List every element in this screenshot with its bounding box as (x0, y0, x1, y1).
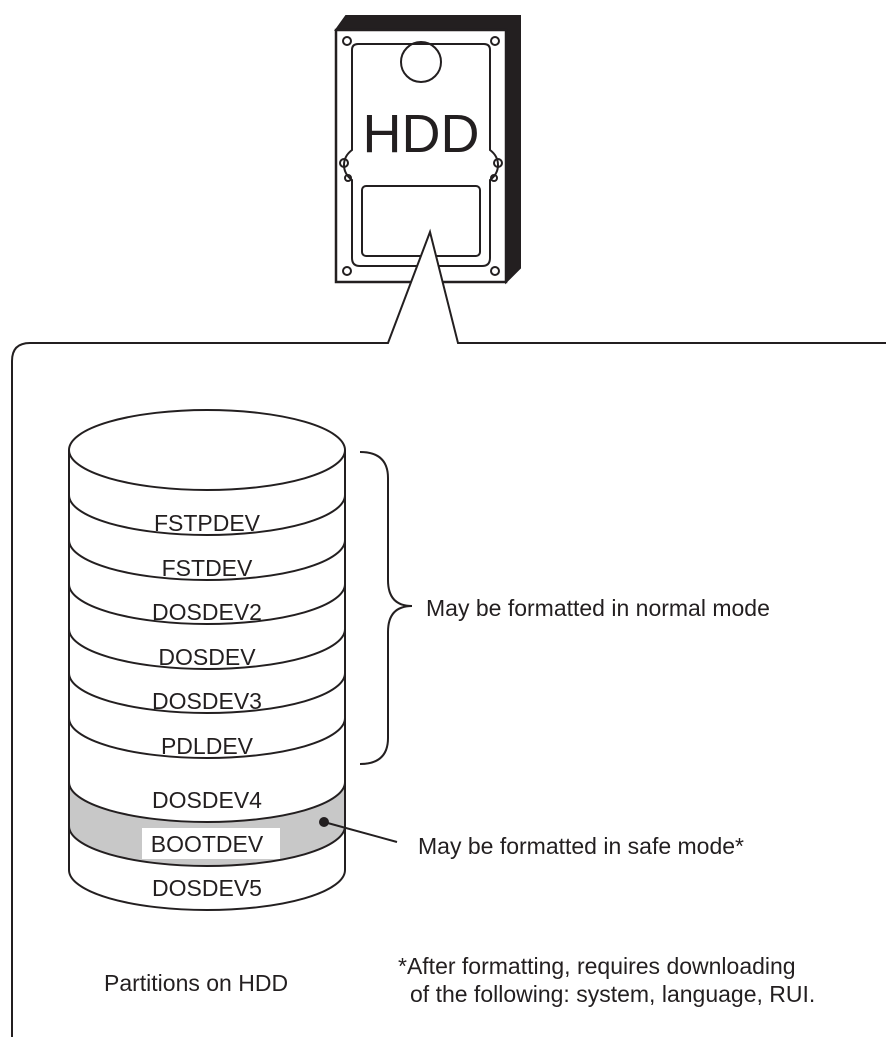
hdd-screw-icon (490, 174, 498, 182)
hdd-screw-icon (344, 174, 352, 182)
footnote-line-2: of the following: system, language, RUI. (410, 981, 815, 1007)
partition-separator (68, 494, 346, 536)
hdd-screw-icon (342, 266, 352, 276)
partition-label: DOSDEV4 (152, 787, 262, 813)
partition-label: DOSDEV3 (152, 688, 262, 714)
partition-separator (68, 672, 346, 714)
diagram-caption: Partitions on HDD (104, 970, 288, 996)
hdd-screw-icon (339, 158, 349, 168)
cylinder-top (68, 409, 346, 491)
partition-label: BOOTDEV (151, 831, 264, 857)
partition-label: FSTPDEV (154, 510, 261, 536)
partition-label: PDLDEV (161, 733, 254, 759)
partition-separator (68, 583, 346, 625)
partition-separator (68, 825, 346, 867)
hdd-screw-icon (490, 266, 500, 276)
partition-separator (68, 717, 346, 759)
partition-separator (68, 781, 346, 823)
hdd-screw-icon (493, 158, 503, 168)
safe-mode-annotation: May be formatted in safe mode* (418, 833, 744, 859)
normal-mode-annotation: May be formatted in normal mode (426, 595, 770, 621)
partition-label: DOSDEV (158, 644, 256, 670)
partition-separator (68, 539, 346, 581)
safe-mode-leader-dot (319, 817, 329, 827)
hdd-inner-outline (342, 43, 500, 267)
footnote-line-1: *After formatting, requires downloading (398, 953, 796, 979)
partition-label: DOSDEV5 (152, 875, 262, 901)
safe-mode-leader-line (323, 821, 398, 843)
callout-frame (11, 228, 886, 1037)
partition-label: DOSDEV2 (152, 599, 262, 625)
partition-separator (68, 628, 346, 670)
hdd-screw-icon (490, 36, 500, 46)
hdd-screw-icon (342, 36, 352, 46)
cylinder-bottom (68, 869, 346, 911)
normal-mode-brace (359, 451, 413, 765)
partition-cylinder: FSTPDEV FSTDEV DOSDEV2 DOSDEV DOSDEV3 PD… (68, 409, 346, 911)
hdd-spindle-circle (400, 41, 442, 83)
bootdev-label-box (142, 828, 280, 859)
partition-label: FSTDEV (162, 555, 253, 581)
hdd-label: HDD (363, 104, 480, 164)
